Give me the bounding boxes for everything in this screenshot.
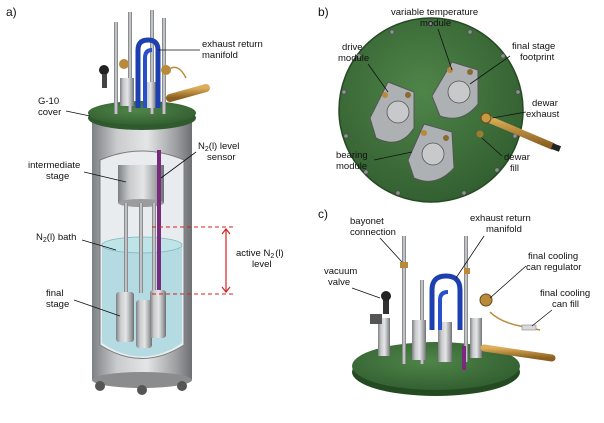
bearing-module-b	[407, 123, 455, 182]
svg-text:active N2(l): active N2(l)	[236, 248, 284, 260]
module-rods-c	[378, 236, 482, 364]
exhaust-return-manifold-c	[429, 273, 463, 330]
svg-text:dewar: dewar	[504, 152, 530, 163]
active-n2-level-indicator: active N2(l) level	[152, 226, 284, 295]
svg-text:can fill: can fill	[552, 299, 579, 310]
svg-text:valve: valve	[328, 277, 350, 288]
svg-text:bearing: bearing	[336, 150, 368, 161]
svg-text:level: level	[252, 259, 272, 270]
label-g10-cover: G-10 cover	[38, 96, 91, 118]
svg-text:stage: stage	[46, 171, 69, 182]
top-plate	[338, 17, 524, 203]
panel-a: a)	[6, 5, 284, 395]
g10-cover	[88, 101, 196, 130]
bolt-holes	[341, 21, 521, 196]
svg-text:module: module	[338, 53, 369, 64]
svg-text:stage: stage	[46, 299, 69, 310]
panel-c: c)	[318, 207, 590, 396]
label-drive-module: drive module	[338, 42, 389, 93]
label-bearing-module: bearing module	[336, 150, 413, 172]
label-dewar-exhaust: dewar exhaust	[491, 98, 560, 120]
can-fill-port	[521, 324, 537, 331]
label-variable-temperature-module: variable temperature module	[391, 7, 478, 71]
panel-a-label: a)	[6, 5, 17, 19]
svg-text:footprint: footprint	[520, 52, 555, 63]
panel-b-label: b)	[318, 5, 329, 19]
n2-level-sensor	[157, 150, 161, 290]
drive-module-b	[369, 81, 415, 143]
label-exhaust-return-c: exhaust return manifold	[455, 213, 531, 279]
label-n2-level-sensor: N2(l) level sensor	[160, 141, 239, 179]
svg-text:connection: connection	[350, 227, 396, 238]
dewar-exhaust-pipe	[482, 114, 556, 150]
svg-text:exhaust: exhaust	[526, 109, 560, 120]
brass-exhaust-pipe	[166, 84, 210, 102]
svg-text:intermediate: intermediate	[28, 160, 80, 171]
panel-b: b)	[318, 5, 562, 203]
svg-text:sensor: sensor	[207, 152, 236, 163]
label-dewar-fill: dewar fill	[481, 137, 530, 174]
panel-c-label: c)	[318, 207, 328, 221]
variable-temperature-module-b	[431, 61, 479, 119]
base-plate-c	[352, 342, 520, 396]
label-final-cooling-can-fill: final cooling can fill	[531, 288, 590, 327]
svg-text:manifold: manifold	[202, 50, 238, 61]
svg-text:exhaust return: exhaust return	[470, 213, 531, 224]
svg-text:vacuum: vacuum	[324, 266, 357, 277]
svg-text:G-10: G-10	[38, 96, 59, 107]
svg-text:can regulator: can regulator	[526, 262, 581, 273]
svg-text:variable temperature: variable temperature	[391, 7, 478, 18]
label-final-stage-footprint: final stage footprint	[469, 41, 555, 85]
label-vacuum-valve: vacuum valve	[324, 266, 381, 299]
svg-text:N2(l) level: N2(l) level	[198, 141, 239, 153]
label-bayonet-connection: bayonet connection	[350, 216, 403, 263]
label-n2-bath: N2(l) bath	[36, 232, 117, 251]
vacuum-valve-c	[370, 291, 391, 324]
dewar-body	[92, 118, 192, 395]
svg-text:bayonet: bayonet	[350, 216, 384, 227]
can-regulator	[479, 293, 493, 307]
final-stage-can	[116, 292, 134, 342]
label-exhaust-return-a: exhaust return manifold	[158, 39, 263, 61]
label-final-stage: final stage	[46, 288, 121, 317]
svg-text:module: module	[420, 18, 451, 29]
dewar-fill-port	[476, 130, 484, 138]
brass-exhaust-c	[480, 344, 556, 362]
svg-text:manifold: manifold	[486, 224, 522, 235]
svg-text:final cooling: final cooling	[540, 288, 590, 299]
svg-text:final cooling: final cooling	[528, 251, 578, 262]
top-hardware-a	[99, 10, 171, 114]
svg-text:final: final	[46, 288, 63, 299]
svg-text:dewar: dewar	[532, 98, 558, 109]
svg-text:exhaust return: exhaust return	[202, 39, 263, 50]
exhaust-return-manifold	[135, 37, 161, 108]
svg-text:cover: cover	[38, 107, 61, 118]
svg-text:fill: fill	[510, 163, 519, 174]
svg-text:module: module	[336, 161, 367, 172]
label-intermediate-stage: intermediate stage	[28, 160, 127, 183]
svg-text:drive: drive	[342, 42, 363, 53]
svg-text:N2(l) bath: N2(l) bath	[36, 232, 76, 244]
label-final-cooling-can-regulator: final cooling can regulator	[489, 251, 581, 299]
svg-text:final stage: final stage	[512, 41, 555, 52]
intermediate-stage	[118, 165, 164, 203]
